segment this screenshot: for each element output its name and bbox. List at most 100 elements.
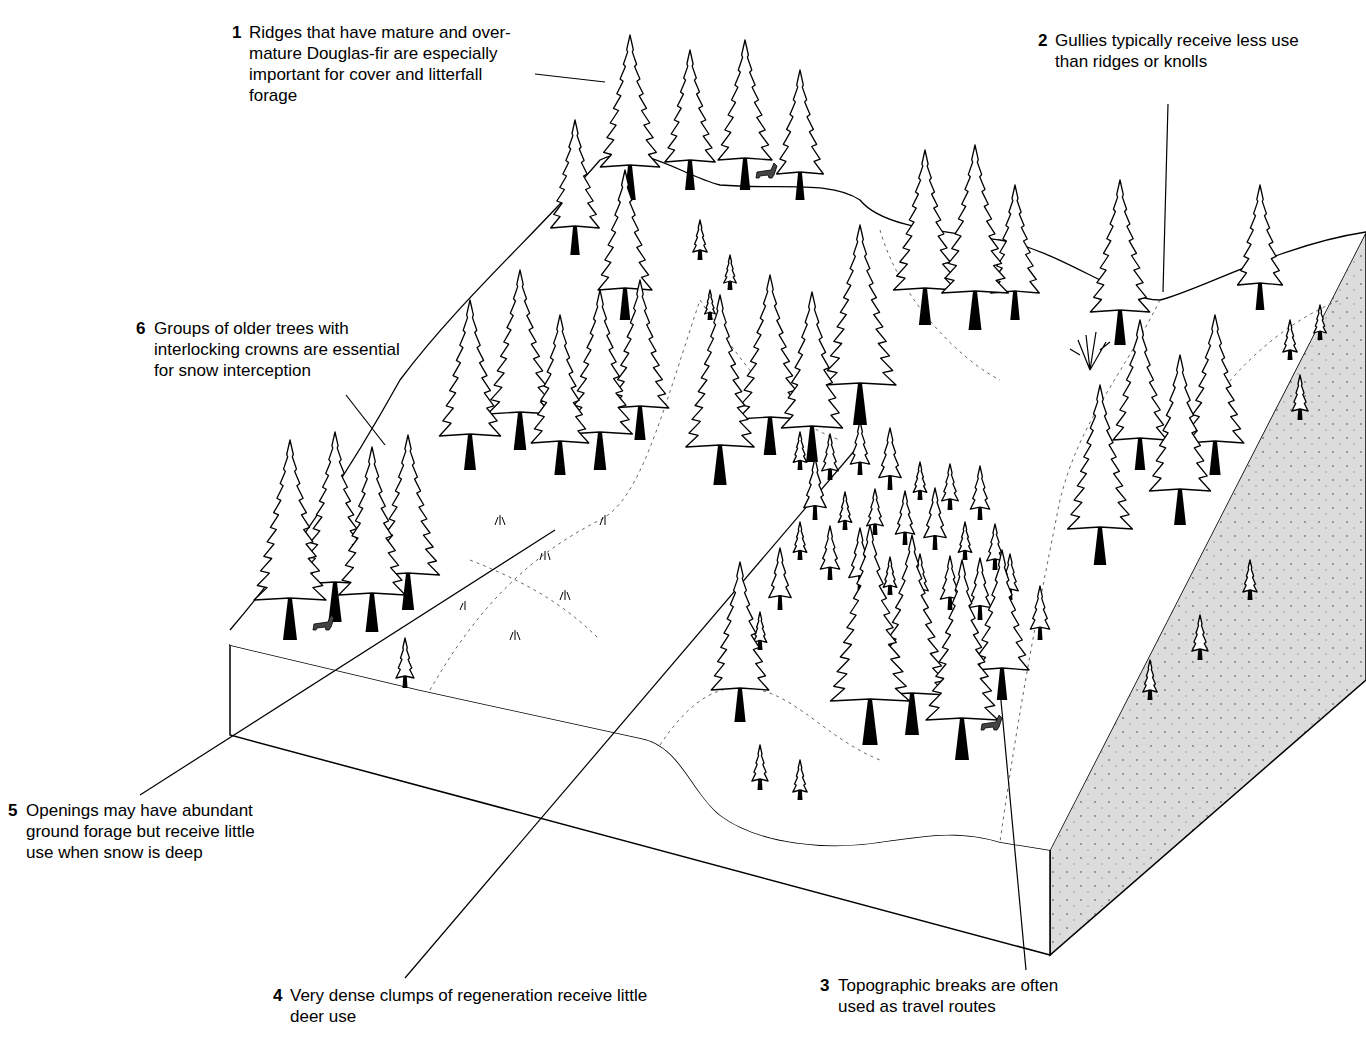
- conifer-tree: [1113, 320, 1167, 470]
- tree-crown: [942, 464, 959, 501]
- conifer-tree: [793, 432, 807, 470]
- tree-trunk: [905, 689, 919, 735]
- tree-trunk: [464, 430, 476, 470]
- conifer-tree: [339, 447, 406, 632]
- tree-trunk: [806, 422, 818, 462]
- tree-trunk: [764, 413, 777, 455]
- conifer-tree: [879, 428, 901, 490]
- tree-crown: [1068, 385, 1133, 529]
- tree-crown: [793, 522, 807, 552]
- tree-crown: [724, 255, 737, 283]
- callout-text: Very dense clumps of regeneration receiv…: [290, 985, 650, 1027]
- conifer-tree: [830, 525, 909, 745]
- tree-crown: [926, 560, 998, 720]
- conifer-tree: [926, 560, 998, 760]
- conifer-tree: [1314, 305, 1327, 340]
- callout-number: 5: [8, 800, 17, 821]
- conifer-tree: [793, 760, 807, 800]
- tree-trunk: [366, 589, 379, 632]
- conifer-tree: [1192, 615, 1208, 660]
- tree-crown: [867, 489, 884, 526]
- conifer-tree: [1243, 560, 1257, 600]
- tree-trunk: [1135, 434, 1146, 470]
- tree-trunk: [1174, 485, 1186, 525]
- conifer-tree: [568, 290, 633, 470]
- tree-crown: [924, 488, 946, 538]
- callout-number: 6: [136, 318, 145, 339]
- conifer-tree: [793, 522, 807, 560]
- conifer-tree: [942, 145, 1009, 330]
- conifer-tree: [958, 522, 972, 560]
- tree-trunk: [713, 441, 726, 485]
- tree-crown: [895, 491, 914, 534]
- conifer-tree: [970, 466, 989, 520]
- conifer-tree: [804, 458, 826, 520]
- tree-trunk: [570, 222, 579, 255]
- deer-figure: [756, 163, 777, 178]
- tree-trunk: [969, 287, 982, 330]
- conifer-tree: [1030, 586, 1049, 640]
- tree-trunk: [1209, 437, 1220, 475]
- callout-text: Topographic breaks are often used as tra…: [838, 975, 1073, 1017]
- tree-crown: [830, 525, 909, 701]
- callout-number: 2: [1038, 30, 1047, 51]
- tree-crown: [1143, 660, 1157, 692]
- conifer-tree: [718, 40, 772, 190]
- conifer-tree: [777, 70, 824, 200]
- conifer-tree: [693, 220, 707, 260]
- conifer-tree: [598, 170, 652, 320]
- tree-crown: [1113, 320, 1167, 440]
- conifer-tree: [838, 492, 852, 530]
- tree-trunk: [1094, 523, 1107, 565]
- tree-crown: [551, 120, 600, 228]
- conifer-tree: [820, 526, 839, 580]
- tree-trunk: [685, 156, 695, 190]
- tree-trunk: [1010, 287, 1019, 320]
- tree-crown: [396, 638, 414, 678]
- tree-crown: [777, 70, 824, 174]
- tree-crown: [850, 421, 869, 464]
- conifer-tree: [894, 150, 957, 325]
- conifer-tree: [769, 548, 791, 610]
- conifer-tree: [1090, 180, 1149, 345]
- tree-crown: [1243, 560, 1257, 592]
- tree-crown: [820, 526, 839, 569]
- conifer-tree: [781, 292, 842, 462]
- tree-trunk: [283, 594, 297, 640]
- tree-crown: [752, 745, 768, 781]
- tree-crown: [970, 466, 989, 509]
- conifer-tree: [531, 315, 589, 475]
- tree-crown: [1238, 185, 1283, 285]
- callout-number: 3: [820, 975, 829, 996]
- tree-trunk: [514, 408, 527, 450]
- tree-crown: [838, 492, 852, 522]
- tree-trunk: [955, 714, 969, 760]
- tree-crown: [879, 428, 901, 478]
- tree-crown: [711, 562, 769, 690]
- tree-crown: [598, 170, 652, 290]
- tree-crown: [1292, 375, 1308, 411]
- conifer-tree: [822, 434, 839, 480]
- conifer-tree: [752, 745, 768, 790]
- tree-crown: [958, 522, 972, 552]
- conifer-tree: [551, 120, 600, 255]
- tree-trunk: [919, 284, 931, 325]
- conifer-tree: [1238, 185, 1283, 310]
- conifer-tree: [942, 464, 959, 510]
- tree-crown: [1314, 305, 1327, 333]
- tree-trunk: [740, 154, 751, 190]
- tree-crown: [975, 550, 1029, 670]
- tree-crown: [769, 548, 791, 598]
- shrub: [1070, 332, 1110, 370]
- terrain-outline: [230, 154, 1366, 630]
- tree-trunk: [853, 379, 867, 425]
- conifer-tree: [738, 275, 803, 455]
- deer-figure: [981, 715, 1002, 730]
- tree-crown: [793, 432, 807, 462]
- conifer-tree: [724, 255, 737, 290]
- tree-crown: [686, 295, 754, 447]
- conifer-tree: [1292, 375, 1308, 420]
- tree-crown: [883, 557, 897, 587]
